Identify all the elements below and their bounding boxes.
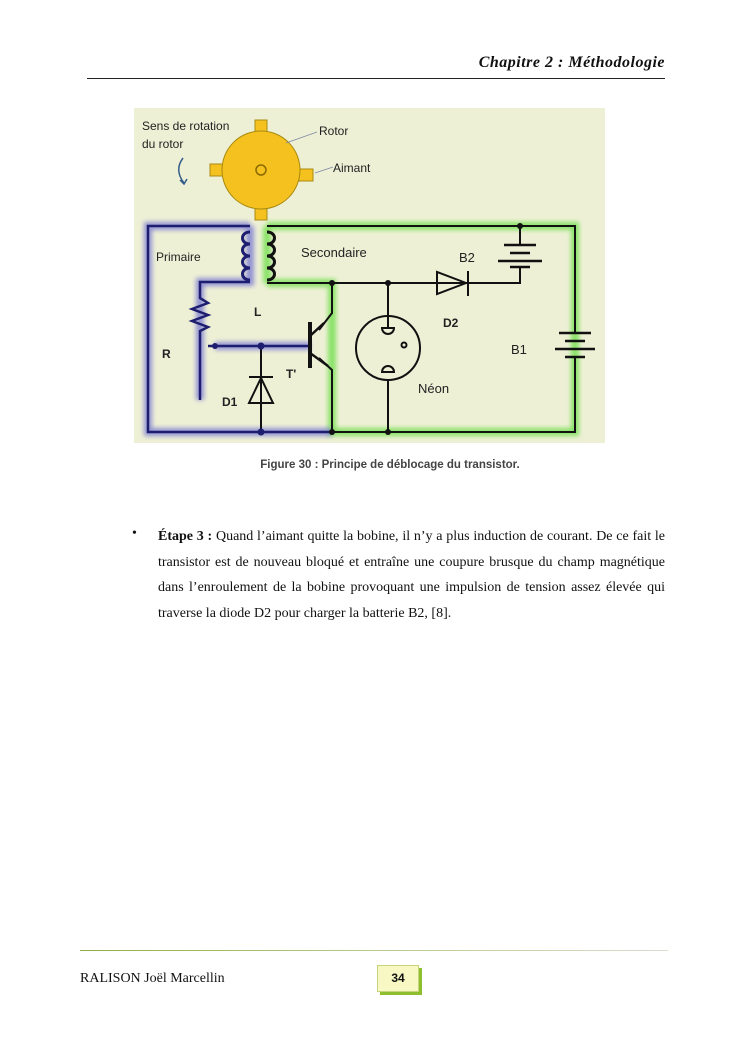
chapter-header: Chapitre 2 : Méthodologie — [478, 54, 665, 71]
battery-b1-icon — [555, 331, 595, 359]
label-b1: B1 — [511, 342, 527, 357]
battery-b2-icon — [498, 243, 542, 269]
label-b2: B2 — [459, 250, 475, 265]
label-rotation-2: du rotor — [142, 137, 183, 151]
step-label: Étape 3 : — [158, 529, 213, 544]
circuit-figure: Sens de rotation du rotor Rotor Aimant P… — [134, 108, 605, 443]
rotor-icon — [178, 119, 334, 221]
bullet-icon: • — [132, 526, 137, 541]
header-divider — [87, 78, 665, 79]
neon-lamp-icon — [355, 315, 421, 381]
diode-d2-icon — [436, 270, 469, 296]
step-paragraph: Étape 3 : Quand l’aimant quitte la bobin… — [158, 524, 665, 627]
label-r: R — [162, 347, 171, 361]
diode-d1-icon — [247, 375, 275, 404]
footer-divider — [80, 950, 668, 951]
step-text: Quand l’aimant quitte la bobine, il n’y … — [158, 529, 665, 622]
label-d1: D1 — [222, 395, 238, 409]
footer-author: RALISON Joël Marcellin — [80, 971, 225, 986]
label-rotation-1: Sens de rotation — [142, 119, 229, 133]
label-l: L — [254, 305, 261, 319]
label-t: T' — [286, 367, 296, 381]
label-rotor: Rotor — [319, 124, 348, 138]
label-secondaire: Secondaire — [301, 245, 367, 260]
figure-caption: Figure 30 : Principe de déblocage du tra… — [260, 459, 520, 471]
label-neon: Néon — [418, 381, 449, 396]
label-d2: D2 — [443, 316, 459, 330]
page-number: 34 — [377, 965, 419, 992]
label-primaire: Primaire — [156, 250, 201, 264]
label-aimant: Aimant — [333, 161, 371, 175]
rotation-arrow-icon — [178, 157, 185, 184]
